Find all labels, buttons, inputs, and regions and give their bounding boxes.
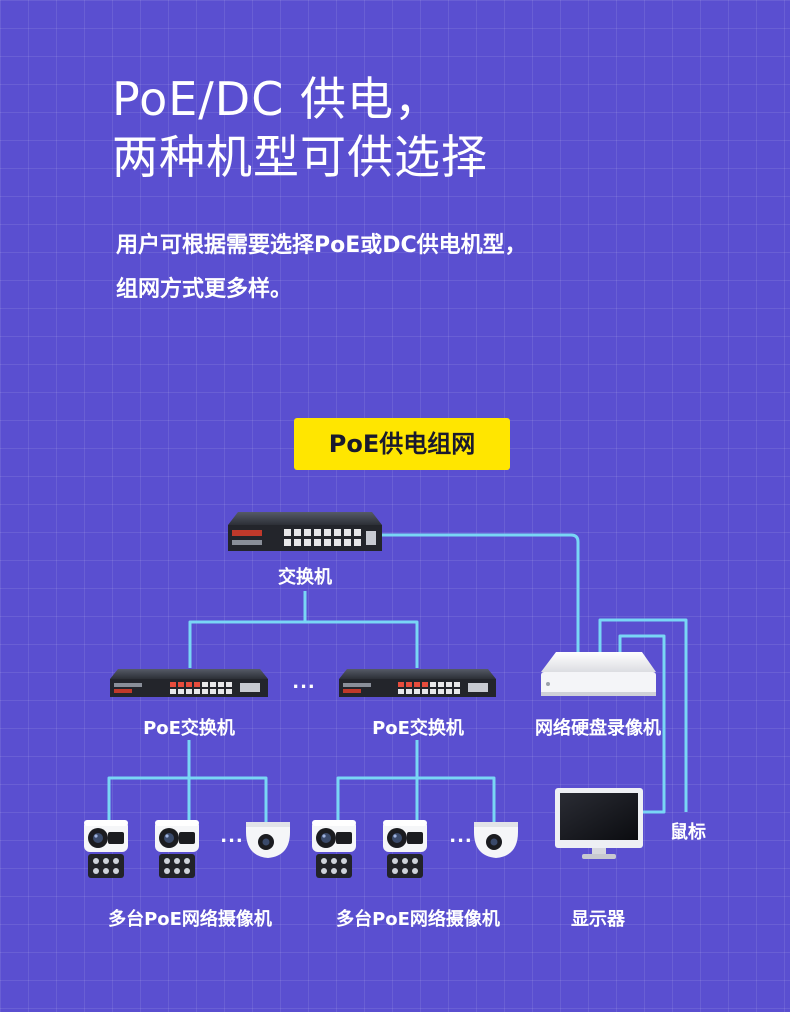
camera-group-1-label: 多台PoE网络摄像机	[108, 909, 272, 930]
camera-group-2-label: 多台PoE网络摄像机	[336, 909, 500, 930]
page-subtitle: 用户可根据需要选择PoE或DC供电机型， 组网方式更多样。	[116, 224, 527, 312]
camera-group-2	[312, 820, 518, 878]
nvr-to-monitor-line	[618, 634, 666, 814]
poe-switch-1-label: PoE交换机	[143, 718, 235, 739]
title-line-1: PoE/DC 供电，	[112, 72, 441, 126]
poe-switch-2-label: PoE交换机	[372, 718, 464, 739]
poe-switch-2-device	[339, 669, 496, 697]
nvr-label: 网络硬盘录像机	[535, 718, 661, 739]
subtitle-line-2: 组网方式更多样。	[116, 277, 293, 302]
poe-switch-1-device	[110, 669, 268, 697]
bullet-camera-2a	[312, 820, 356, 878]
connector-lines	[107, 533, 688, 822]
poe-branch-line	[188, 620, 419, 668]
core-switch-device	[228, 512, 382, 551]
monitor-label: 显示器	[571, 909, 625, 930]
nvr-to-mouse-line	[598, 618, 688, 812]
dome-camera-1	[246, 822, 290, 858]
core-switch-label: 交换机	[278, 567, 332, 588]
camera-ellipsis-2: ...	[449, 826, 473, 847]
subtitle-line-1: 用户可根据需要选择PoE或DC供电机型，	[116, 233, 527, 258]
camera-ellipsis-1: ...	[220, 826, 244, 847]
title-line-2: 两种机型可供选择	[112, 130, 488, 184]
page-title: PoE/DC 供电， 两种机型可供选择	[112, 70, 488, 186]
camera-group-1	[84, 820, 290, 878]
mouse-label: 鼠标	[670, 822, 706, 843]
monitor-device	[555, 788, 643, 859]
core-to-nvr-line	[382, 533, 580, 660]
dome-camera-2	[474, 822, 518, 858]
bullet-camera-1b	[155, 820, 199, 878]
switch-ellipsis: ...	[292, 672, 316, 693]
bullet-camera-2b	[383, 820, 427, 878]
poe-topology-badge: PoE供电组网	[294, 418, 510, 470]
bullet-camera-1a	[84, 820, 128, 878]
nvr-device	[541, 652, 656, 696]
